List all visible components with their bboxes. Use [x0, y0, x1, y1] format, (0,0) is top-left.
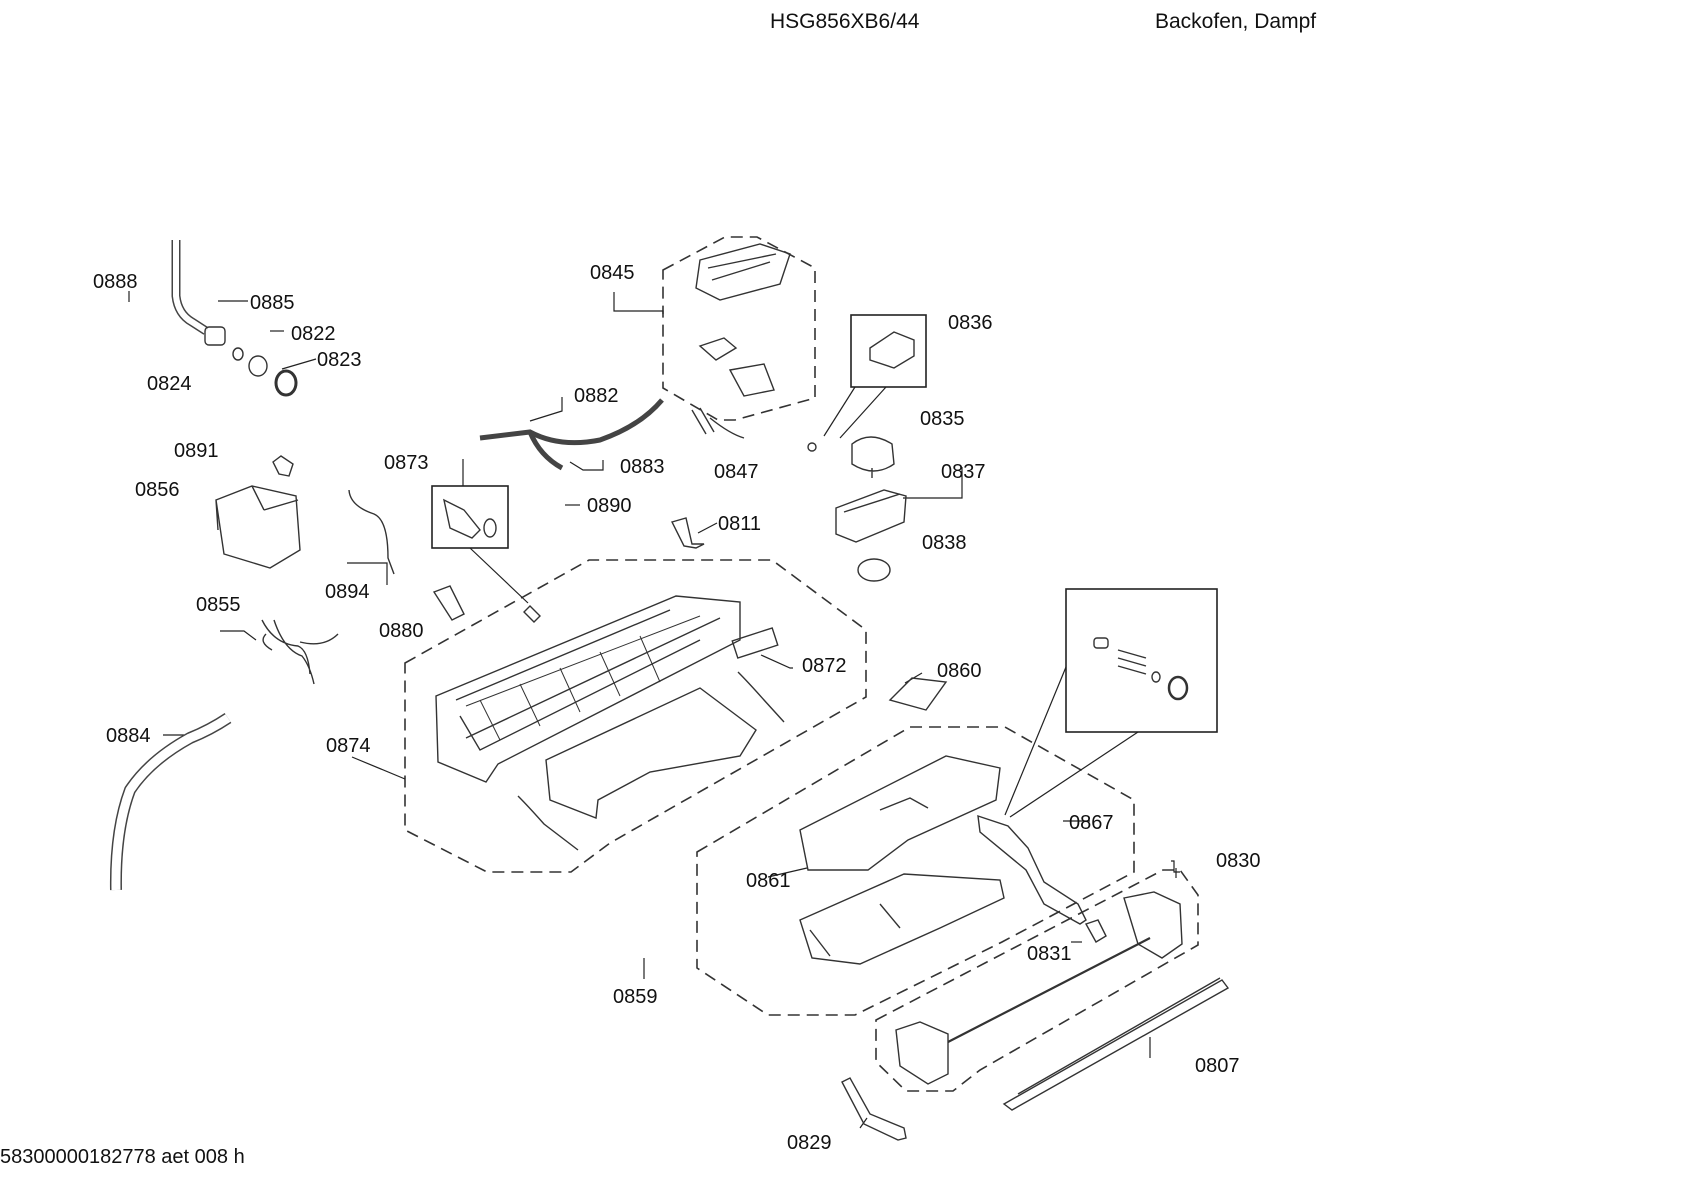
part-label-0883: 0883 — [620, 456, 665, 478]
part-label-0847: 0847 — [714, 461, 759, 483]
part-label-0882: 0882 — [574, 385, 619, 407]
part-label-0861: 0861 — [746, 870, 791, 892]
part-label-0835: 0835 — [920, 408, 965, 430]
part-label-0890: 0890 — [587, 495, 632, 517]
part-label-0885: 0885 — [250, 292, 295, 314]
part-label-0836: 0836 — [948, 312, 993, 334]
leader-lines — [128, 291, 1180, 1129]
appliance-type: Backofen, Dampf — [1155, 10, 1317, 33]
part-label-0874: 0874 — [326, 735, 371, 757]
part-label-0829: 0829 — [787, 1132, 832, 1154]
wires-0847 — [691, 407, 745, 439]
tray-0845 — [695, 243, 791, 301]
switch-0836 — [869, 331, 915, 369]
nozzle-0873 — [443, 498, 481, 539]
detail-box-0867 — [1065, 588, 1218, 733]
part-label-0867: 0867 — [1069, 812, 1114, 834]
frame-0874 — [435, 595, 741, 783]
part-label-0860: 0860 — [937, 660, 982, 682]
model-number: HSG856XB6/44 — [770, 10, 920, 33]
group-outlines — [404, 236, 1199, 1092]
ring-0823 — [274, 369, 298, 397]
group-0830-outline — [875, 869, 1199, 1092]
lever-0829 — [841, 1077, 907, 1141]
nut-0885 — [204, 326, 226, 346]
part-label-0894: 0894 — [325, 581, 370, 603]
motor-0835 — [851, 436, 895, 478]
plate-0872 — [731, 627, 779, 659]
group-0874-outline — [404, 559, 867, 873]
part-label-0891: 0891 — [174, 440, 219, 462]
part-label-0873: 0873 — [384, 452, 429, 474]
part-label-0830: 0830 — [1216, 850, 1261, 872]
filter-0860 — [888, 677, 948, 711]
part-label-0823: 0823 — [317, 349, 362, 371]
wiring-0855 — [261, 619, 339, 685]
part-label-0859: 0859 — [613, 986, 658, 1008]
part-sketches — [109, 240, 1230, 1141]
lid-0861 — [799, 755, 1001, 871]
part-label-0824: 0824 — [147, 373, 192, 395]
tank-0861 — [799, 873, 1005, 965]
hinge-block — [895, 1021, 949, 1085]
part-label-0856: 0856 — [135, 479, 180, 501]
sensor-wire-0894 — [348, 489, 395, 575]
clip-0880 — [432, 585, 465, 621]
rod-0830 — [947, 937, 1151, 1043]
bracket-0811 — [670, 517, 705, 549]
part-label-0872: 0872 — [802, 655, 847, 677]
part-label-0888: 0888 — [93, 271, 138, 293]
group-0859-outline — [696, 726, 1135, 1016]
part-label-0855: 0855 — [196, 594, 241, 616]
washer-0822 — [232, 347, 244, 361]
switch-0831 — [1084, 919, 1107, 943]
part-label-0822: 0822 — [291, 323, 336, 345]
housing-0837 — [835, 489, 907, 543]
hose-0888 — [171, 240, 209, 335]
arm-0874-a — [737, 671, 785, 723]
clip-0891 — [272, 455, 294, 477]
detail-box-0836 — [850, 314, 927, 388]
part-labels: 0888 0885 0822 0823 0824 0845 0836 0882 … — [93, 262, 1261, 1154]
part-label-0880: 0880 — [379, 620, 424, 642]
rail-0807 — [1002, 977, 1230, 1111]
piston-0867 — [977, 814, 1087, 925]
fitting-0824 — [248, 355, 268, 377]
part-label-0831: 0831 — [1027, 943, 1072, 965]
part-label-0838: 0838 — [922, 532, 967, 554]
part-label-0845: 0845 — [590, 262, 635, 284]
part-label-0884: 0884 — [106, 725, 151, 747]
hose-0882 — [479, 398, 664, 446]
cover-0856 — [215, 485, 301, 569]
part-label-0811: 0811 — [718, 513, 761, 535]
valve-0845 — [698, 337, 775, 397]
arm-0874-b — [517, 795, 579, 851]
group-0845-outline — [662, 236, 816, 421]
cap-0838 — [857, 558, 891, 582]
plug-0835 — [807, 442, 817, 452]
part-label-0837: 0837 — [941, 461, 986, 483]
document-id: 58300000182778 aet 008 h — [0, 1146, 245, 1168]
part-label-0807: 0807 — [1195, 1055, 1240, 1077]
trough-0874 — [545, 687, 757, 819]
